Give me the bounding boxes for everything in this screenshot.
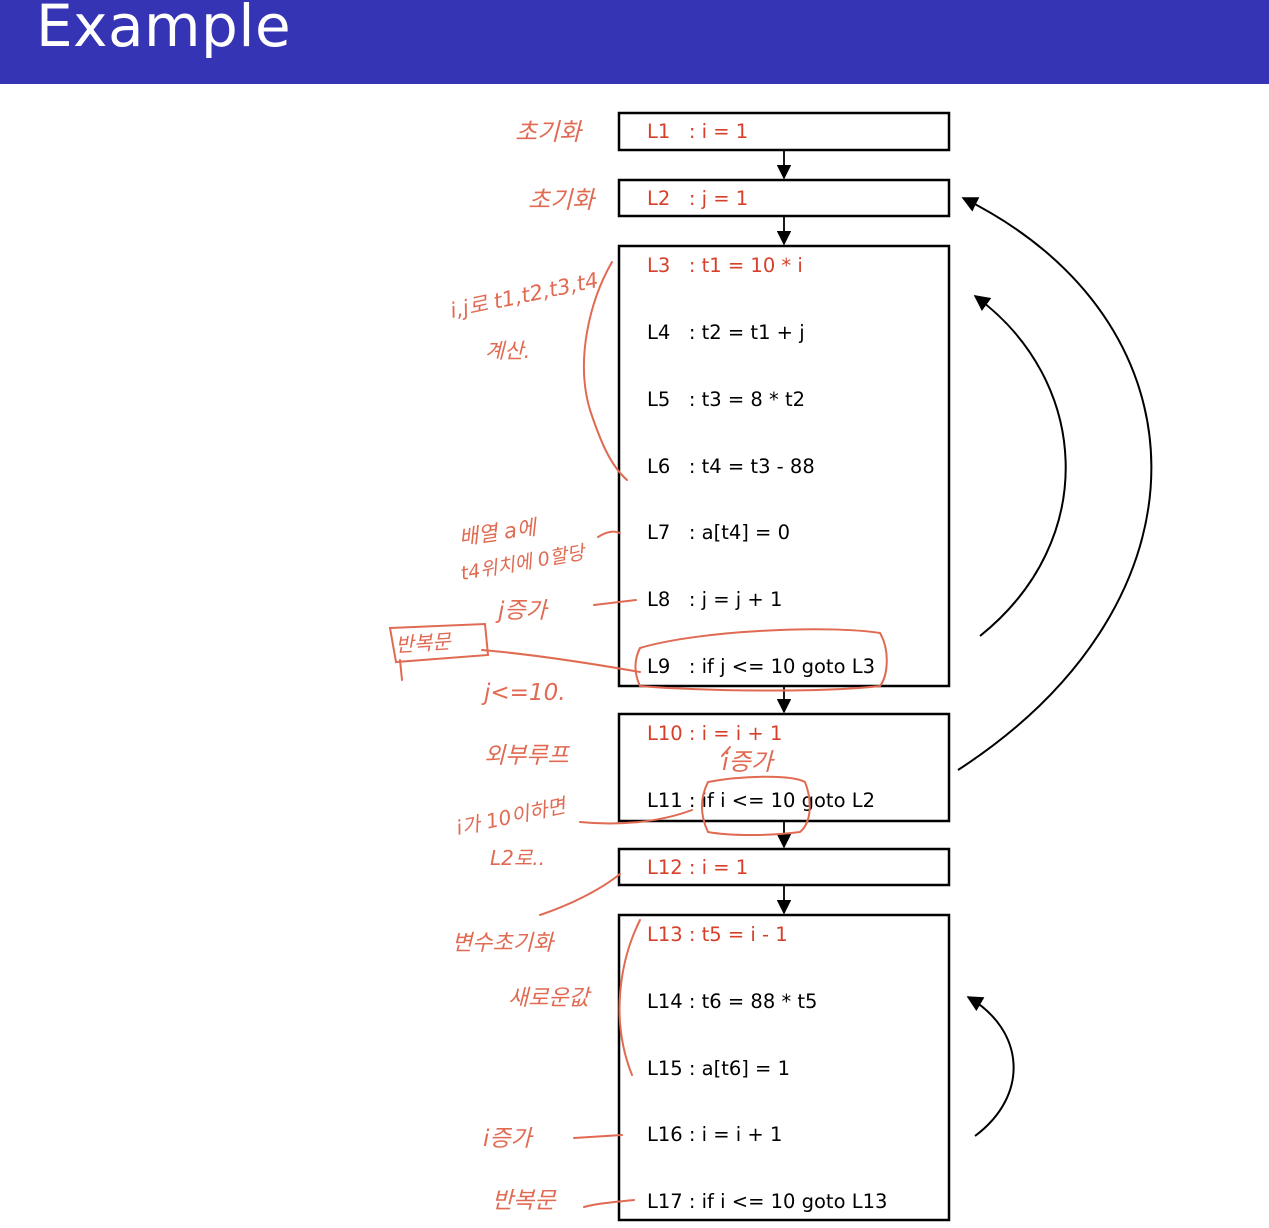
circle-l9 xyxy=(634,628,888,692)
code-line-l3: L3 : t1 = 10 * i xyxy=(647,254,803,277)
note-outer-loop: 외부루프 xyxy=(484,743,570,769)
basic-block-b6 xyxy=(617,913,951,1222)
loop-back-edges xyxy=(957,197,1153,1137)
back-edge-b6-loop xyxy=(966,996,1015,1137)
code-line-l16: L16 : i = i + 1 xyxy=(647,1123,782,1146)
bracket-l7 xyxy=(597,530,621,538)
note-i-increase-1: i증가 xyxy=(722,748,776,776)
note-new-value: 새로운값 xyxy=(508,986,592,1011)
code-line-l12: L12 : i = 1 xyxy=(647,856,748,879)
note-array-a-2: t4위치에 0할당 xyxy=(459,541,588,585)
bracket-l3-l6 xyxy=(583,261,628,481)
note-i-le-10: i가 10이하면 xyxy=(454,793,570,840)
code-line-l4: L4 : t2 = t1 + j xyxy=(647,321,805,344)
note-init-1: 초기화 xyxy=(515,118,583,146)
code-line-l17: L17 : if i <= 10 goto L13 xyxy=(647,1190,887,1213)
annotation-strokes xyxy=(388,261,888,1208)
page-title: Example xyxy=(36,0,292,60)
connector-l16 xyxy=(573,1134,623,1139)
code-line-l14: L14 : t6 = 88 * t5 xyxy=(647,990,817,1013)
back-edge-b3-loop xyxy=(973,295,1067,637)
note-loop-2: 반복문 xyxy=(492,1188,557,1214)
code-line-l11: L11 : if i <= 10 goto L2 xyxy=(647,789,875,812)
code-line-l13: L13 : t5 = i - 1 xyxy=(647,923,788,946)
header-bar: Example xyxy=(0,0,1269,84)
connector-l8 xyxy=(593,599,637,606)
back-edge-b4-to-b2 xyxy=(957,197,1153,771)
code-line-l7: L7 : a[t4] = 0 xyxy=(647,521,790,544)
code-line-l10: L10 : i = i + 1 xyxy=(647,722,782,745)
note-j-increase: j증가 xyxy=(495,598,550,624)
underline-i-increase xyxy=(721,746,731,757)
note-init-2: 초기화 xyxy=(528,186,596,214)
note-goto-l2: L2로.. xyxy=(490,846,545,870)
code-line-l2: L2 : j = 1 xyxy=(647,187,748,210)
code-line-l8: L8 : j = j + 1 xyxy=(647,588,782,611)
code-line-l15: L15 : a[t6] = 1 xyxy=(647,1057,790,1080)
note-compute-t-2: 계산. xyxy=(485,339,530,363)
note-i-increase-2: i증가 xyxy=(483,1126,535,1152)
note-compute-t: i,j로 t1,t2,t3,t4 xyxy=(448,268,600,323)
note-j-le-10: j<=10. xyxy=(481,680,566,706)
code-lines: L1 : i = 1 L2 : j = 1 L3 : t1 = 10 * i L… xyxy=(647,120,887,1213)
connector-banbokmun-to-l9 xyxy=(481,649,641,673)
connector-l11 xyxy=(579,809,693,825)
code-line-l5: L5 : t3 = 8 * t2 xyxy=(647,388,805,411)
code-line-l6: L6 : t4 = t3 - 88 xyxy=(647,455,815,478)
annotation-notes: 초기화 초기화 i,j로 t1,t2,t3,t4 계산. 배열 a에 t4위치에… xyxy=(395,118,776,1214)
circle-l11-condition xyxy=(701,775,811,836)
code-line-l9: L9 : if j <= 10 goto L3 xyxy=(647,655,875,678)
code-line-l1: L1 : i = 1 xyxy=(647,120,748,143)
connector-l12 xyxy=(539,873,621,916)
note-array-a: 배열 a에 xyxy=(457,515,540,550)
note-var-init: 변수초기화 xyxy=(452,931,555,956)
connector-l17 xyxy=(583,1199,635,1208)
note-loop-1: 반복문 xyxy=(395,629,453,657)
box-banbokmun xyxy=(388,622,490,681)
bracket-l13-l15 xyxy=(618,919,641,1076)
